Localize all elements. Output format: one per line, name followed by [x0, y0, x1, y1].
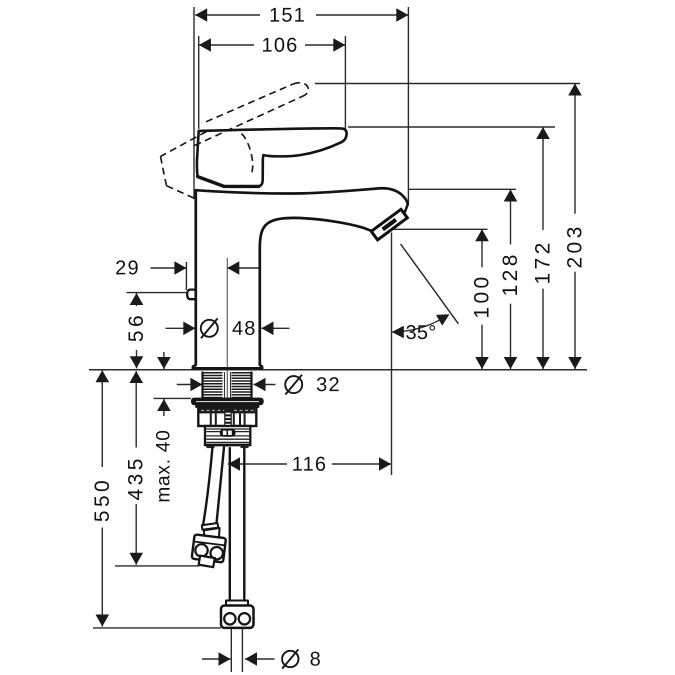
svg-text:8: 8 [310, 649, 322, 671]
svg-text:128: 128 [499, 251, 522, 296]
svg-text:172: 172 [532, 239, 555, 284]
svg-text:116: 116 [292, 454, 328, 476]
svg-text:48: 48 [232, 318, 257, 340]
svg-text:203: 203 [564, 223, 587, 268]
svg-text:max. 40: max. 40 [153, 429, 174, 502]
svg-text:56: 56 [125, 312, 148, 342]
svg-text:29: 29 [115, 257, 140, 279]
svg-text:100: 100 [471, 273, 494, 318]
svg-text:435: 435 [125, 455, 148, 500]
svg-text:32: 32 [316, 374, 341, 396]
svg-text:550: 550 [91, 477, 114, 522]
svg-text:35°: 35° [406, 322, 437, 344]
svg-text:151: 151 [269, 5, 306, 27]
svg-text:106: 106 [262, 35, 299, 57]
